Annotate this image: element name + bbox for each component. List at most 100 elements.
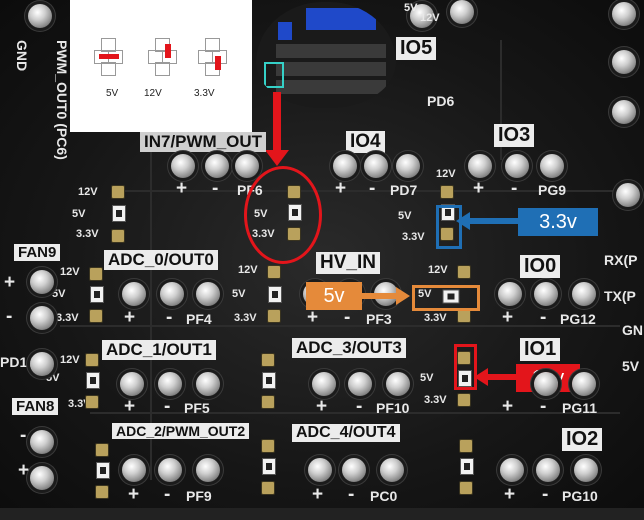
fan9-label: FAN9 [14,244,61,261]
v5-edge-label: 5V [622,358,640,374]
header-pin [534,282,558,306]
red-arrow-shaft [273,92,281,154]
hv-in-label: HV_IN [316,252,380,274]
v12-label: 12V [60,266,80,278]
minus-label: - [164,396,171,417]
pf9-label: PF9 [186,488,212,504]
v12-label: 12V [420,12,440,24]
jumper-pad [90,310,102,322]
plus-label: + [176,178,188,199]
pd15-label: PD15 [0,354,36,370]
jumper-pad [96,444,108,456]
v33-label: 3.3V [424,394,447,406]
trace [120,190,620,192]
plus-label: + [124,396,136,417]
minus-label: - [344,307,351,328]
header-pin [572,372,596,396]
header-pin [612,50,636,74]
header-pin [28,4,52,28]
jumper-cap [460,458,474,475]
header-pin [380,458,404,482]
trace [90,412,620,414]
header-pin [396,154,420,178]
orange-arrow-shaft [362,293,398,299]
header-pin [196,282,220,306]
jumper-cap [262,372,276,389]
header-pin [122,458,146,482]
header-pin [196,458,220,482]
jumper-cap [441,204,455,221]
minus-label: - [540,307,547,328]
jumper-pad [262,440,274,452]
header-pin [312,372,336,396]
jumper-pad [268,266,280,278]
io3-label: IO3 [494,124,535,147]
header-pin [500,458,524,482]
header-pin [333,154,357,178]
io1-label: IO1 [520,338,561,361]
pf4-label: PF4 [186,311,212,327]
jumper-cap [268,286,282,303]
gn-label: GN [622,322,643,338]
v12-label: 12V [238,264,258,276]
jumper-pad [460,482,472,494]
pf10-label: PF10 [376,400,410,416]
jumper-pad [112,230,124,242]
header-pin [120,372,144,396]
v5-label: 5V [418,288,432,300]
minus-label: - [6,306,13,327]
v33-label: 3.3V [76,228,99,240]
bottom-edge [0,508,644,520]
pg11-label: PG11 [562,400,598,416]
pd7-label: PD7 [390,182,418,198]
minus-label: - [540,396,547,417]
minus-label: - [164,484,171,505]
minus-label: - [348,484,355,505]
plus-label: + [473,178,485,199]
header-pin [122,282,146,306]
adc1-label: ADC_1/OUT1 [102,340,216,360]
header-pin [574,458,598,482]
header-pin [342,458,366,482]
pd6-label: PD6 [427,93,455,109]
header-pin [612,100,636,124]
header-pin [30,466,54,490]
header-pin [158,458,182,482]
pg12-label: PG12 [560,311,596,327]
jumper-pad [441,228,453,240]
pf5-label: PF5 [184,400,210,416]
legend-12v-diagram [148,38,178,78]
jumper-pad [96,486,108,498]
legend-3v3-diagram [198,38,228,78]
plus-label: + [307,307,319,328]
red-arrow-head-2 [474,368,488,386]
header-pin [410,4,434,28]
pf3-label: PF3 [366,311,392,327]
legend-5v-diagram [94,38,124,78]
header-pin [540,154,564,178]
v33-label: 3.3V [234,312,257,324]
callout-5v: 5v [306,282,362,310]
jumper-pad [86,396,98,408]
io4-label: IO4 [346,131,385,153]
jumper-legend-panel: 5V 12V 3.3V [70,0,252,132]
trace [60,325,620,327]
header-pin [196,372,220,396]
header-pin [235,154,259,178]
rx-label: RX(P [604,252,638,268]
v5-label: 5V [420,372,434,384]
jumper-pad [460,440,472,452]
jumper-pad [458,352,470,364]
zoom-inset [256,2,396,108]
plus-label: + [502,307,514,328]
header-pin [160,282,184,306]
header-pin [450,0,474,24]
adc0-label: ADC_0/OUT0 [104,250,218,270]
v12-label: 12V [428,264,448,276]
header-pin [364,154,388,178]
v5-label: 5V [232,288,246,300]
jumper-pad [262,396,274,408]
v33-label: 3.3V [424,312,447,324]
plus-label: + [312,484,324,505]
pwm-out0-label: PWM_OUT0 (PC6) [54,40,70,160]
